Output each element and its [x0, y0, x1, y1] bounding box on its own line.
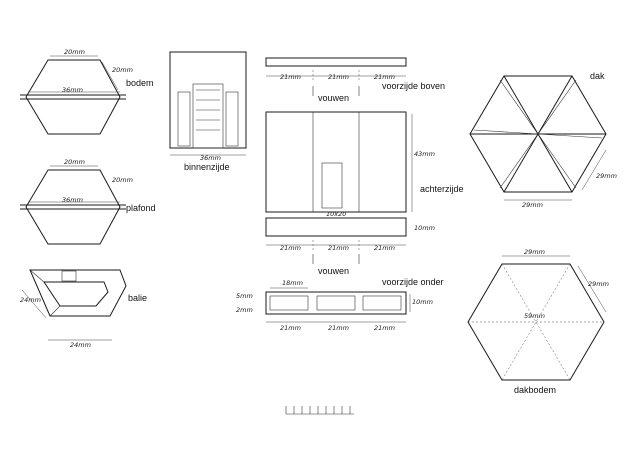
low-dim-a: 21mm [280, 324, 301, 332]
label-bodem: bodem [126, 78, 154, 88]
dakbodem-top-dim: 29mm [524, 248, 545, 256]
dak-side-dim: 29mm [596, 172, 617, 180]
plafond-mid-dim: 36mm [62, 196, 83, 204]
label-plafond: plafond [126, 203, 156, 213]
voorzijde-onder-panel [265, 287, 411, 323]
low-dim-b: 21mm [328, 324, 349, 332]
label-dakbodem: dakbodem [514, 385, 556, 395]
balie-shape [21, 269, 127, 341]
binnenzijde-panel [169, 51, 247, 156]
label-balie: balie [128, 293, 147, 303]
side-dim-5: 5mm [236, 292, 253, 300]
bodem-side-dim: 20mm [112, 66, 133, 74]
label-voorzijde-boven: voorzijde boven [382, 81, 445, 91]
bottom-dim-a: 21mm [280, 244, 301, 252]
strip-height-dim: 10mm [414, 224, 435, 232]
label-dak: dak [590, 71, 605, 81]
side-dim-2: 2mm [236, 306, 253, 314]
bodem-mid-dim: 36mm [62, 86, 83, 94]
label-voorzijde-onder: voorzijde onder [382, 277, 444, 287]
fold-arrows-bottom [312, 254, 360, 264]
dakbodem-hexagon [467, 255, 607, 381]
bodem-top-dim: 20mm [64, 48, 85, 56]
plafond-hexagon [20, 165, 126, 245]
back-height-dim: 43mm [414, 150, 435, 158]
bottom-dim-b: 21mm [328, 244, 349, 252]
balie-side-dim: 24mm [20, 296, 41, 304]
front-dim-c: 21mm [374, 73, 395, 81]
front-dim-a: 21mm [280, 73, 301, 81]
dakbodem-side-dim: 29mm [588, 280, 609, 288]
front-dim-b: 21mm [328, 73, 349, 81]
voorzijde-strip-bottom [265, 217, 407, 250]
label-binnenzijde: binnenzijde [184, 162, 230, 172]
label-vouwen-top: vouwen [318, 93, 349, 103]
back-door-dim: 10x20 [326, 210, 346, 218]
achterzijde-panel [265, 111, 413, 213]
plafond-top-dim: 20mm [64, 158, 85, 166]
window-height-dim: 10mm [412, 298, 433, 306]
label-vouwen-bottom: vouwen [318, 266, 349, 276]
plafond-side-dim: 20mm [112, 176, 133, 184]
binnen-width-dim: 36mm [200, 154, 221, 162]
dak-hexagon [469, 75, 607, 201]
voorzijde-boven-strip [265, 57, 407, 82]
bodem-hexagon [20, 55, 126, 135]
dakbodem-mid-dim: 59mm [524, 312, 545, 320]
balie-bottom-dim: 24mm [70, 341, 91, 349]
low-dim-c: 21mm [374, 324, 395, 332]
dak-bottom-dim: 29mm [522, 201, 543, 209]
fold-arrows-top [312, 86, 360, 96]
scale-ruler [285, 406, 354, 415]
bottom-dim-c: 21mm [374, 244, 395, 252]
label-achterzijde: achterzijde [420, 184, 464, 194]
window-width-dim: 18mm [282, 279, 303, 287]
